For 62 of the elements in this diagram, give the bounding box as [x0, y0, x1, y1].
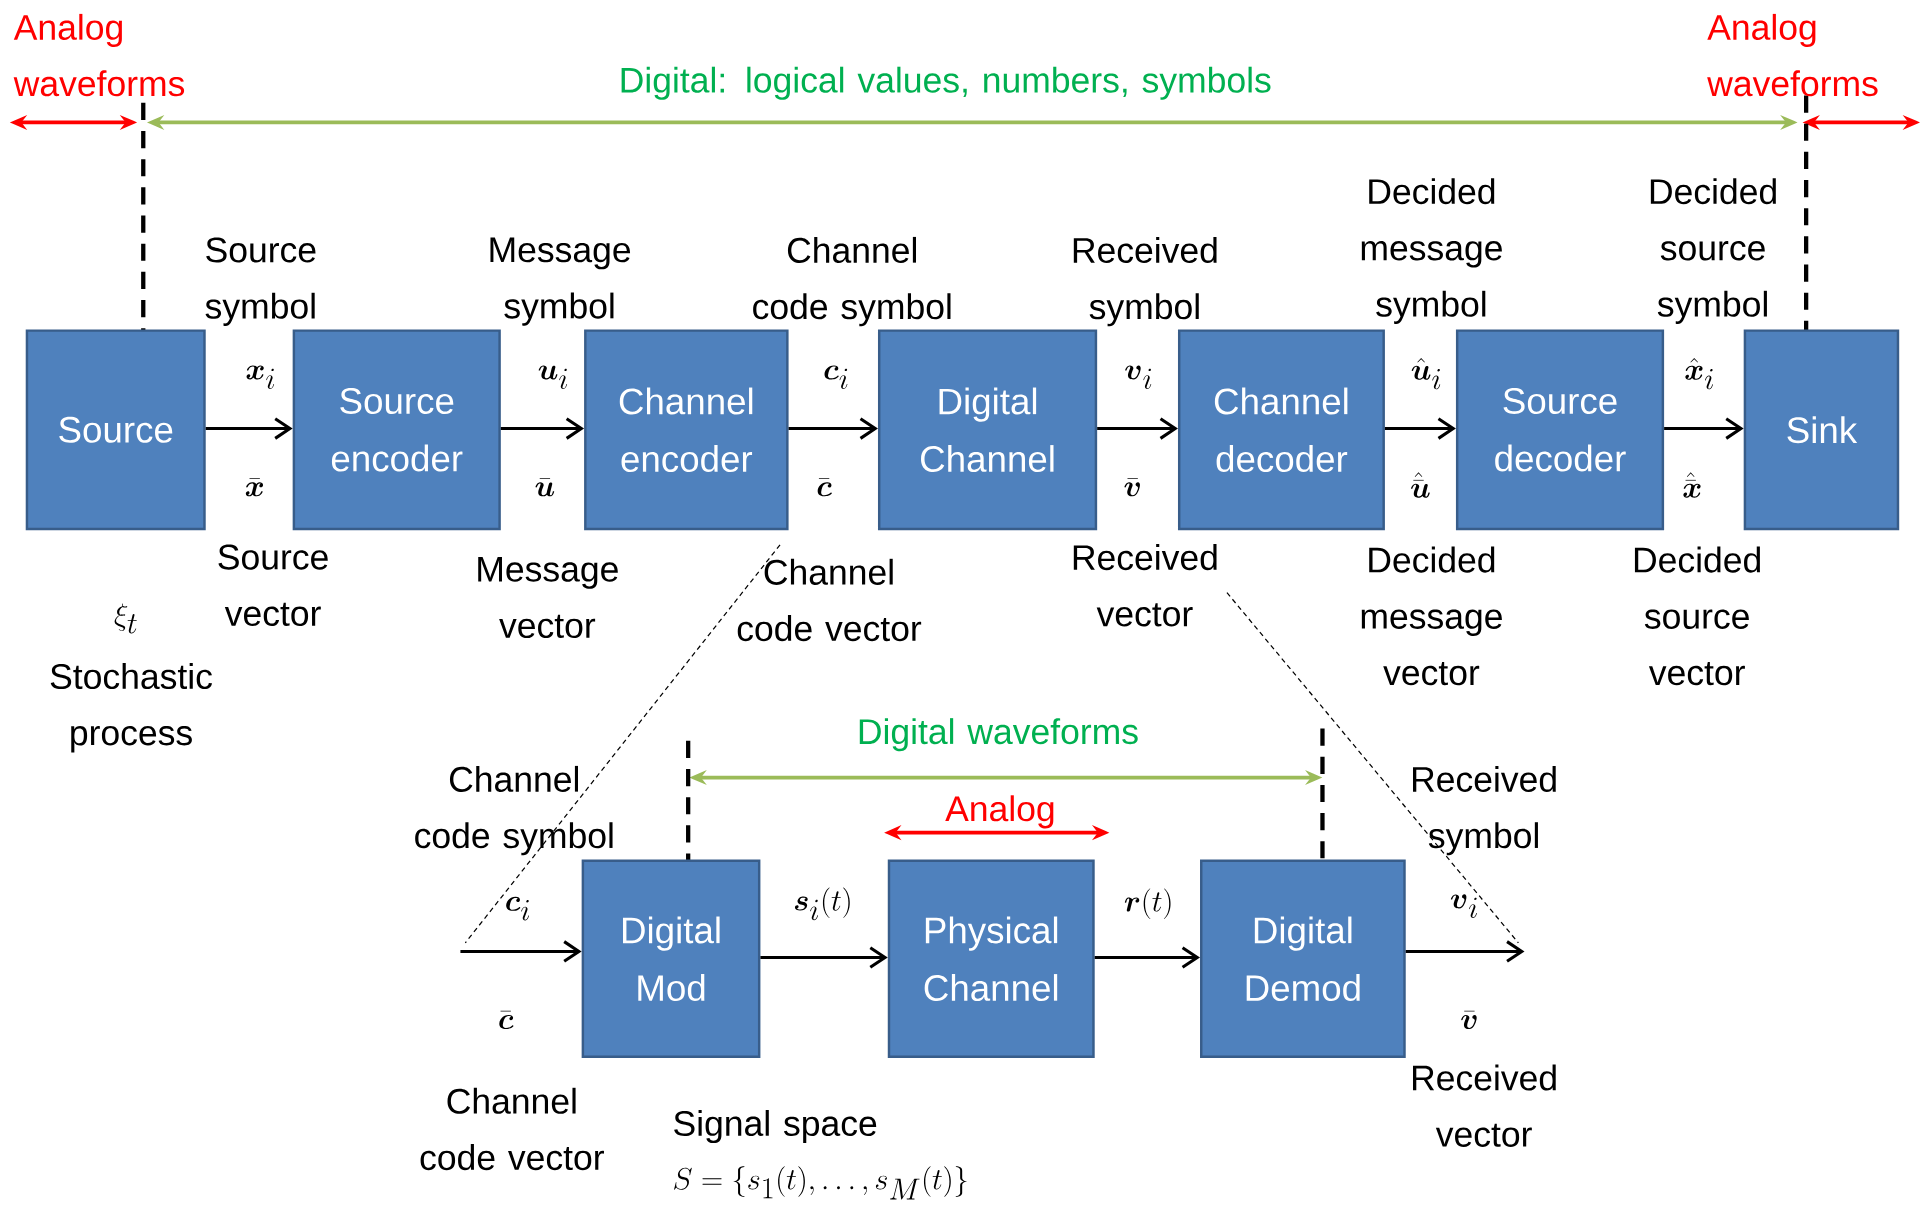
- math-symbol: $\boldsymbol{c}_i$: [506, 896, 529, 921]
- annotation-text: Source symbol: [205, 237, 316, 326]
- math-symbol: $S=\{s_1(t),\ldots,s_M(t)\}$: [674, 1166, 967, 1200]
- annotation-text: Channel code symbol: [415, 765, 613, 856]
- math-symbol: $\boldsymbol{x}_i$: [246, 365, 275, 389]
- math-symbol: $\bar{\boldsymbol{v}}$: [1461, 1010, 1477, 1029]
- math-symbol: $\boldsymbol{v}_i$: [1450, 894, 1477, 918]
- annotation-text: Channel code vector: [737, 558, 922, 642]
- annotation-text: Channel code vector: [420, 1087, 604, 1170]
- math-symbol: $\hat{\boldsymbol{x}}_i$: [1685, 357, 1713, 390]
- math-symbol: $\bar{\boldsymbol{c}}$: [817, 477, 832, 497]
- process-box: Physical Channel: [887, 859, 1095, 1058]
- annotation-text: Decided message vector: [1361, 546, 1502, 686]
- annotation-text: Channel code symbol: [753, 236, 951, 327]
- annotation-text: Received vector: [1413, 1064, 1556, 1147]
- process-box: Digital Demod: [1200, 859, 1406, 1058]
- arrow: [760, 946, 888, 969]
- math-symbol: $\boldsymbol{s}_i(t)$: [794, 887, 850, 920]
- math-symbol: $\bar{\boldsymbol{u}}$: [535, 477, 555, 497]
- annotation-text: Stochastic process: [50, 662, 212, 753]
- annotation-text: Message symbol: [490, 237, 631, 326]
- math-symbol: $\hat{\bar{\boldsymbol{u}}}$: [1411, 472, 1430, 498]
- arrow: [500, 417, 585, 440]
- process-box: Channel encoder: [584, 329, 789, 531]
- math-symbol: $\boldsymbol{u}_i$: [538, 365, 568, 389]
- annotation-text: Received symbol: [1073, 236, 1217, 327]
- range-label: Digital: logical values, numbers, symbols: [621, 66, 1271, 100]
- arrow: [1405, 940, 1525, 963]
- arrow: [1097, 417, 1178, 440]
- annotation-text: Source vector: [218, 544, 328, 626]
- math-symbol: $\bar{\boldsymbol{c}}$: [499, 1010, 514, 1029]
- math-symbol: $\boldsymbol{r}(t)$: [1124, 888, 1171, 919]
- math-symbol: $\bar{\boldsymbol{x}}$: [245, 477, 264, 497]
- range-label: Analog waveforms: [13, 13, 185, 97]
- process-box: Source encoder: [292, 329, 501, 531]
- arrow: [788, 417, 878, 440]
- annotation-text: Received symbol: [1413, 765, 1556, 856]
- math-symbol: $\boldsymbol{c}_i$: [824, 365, 848, 389]
- annotation-text: Decided source symbol: [1650, 177, 1776, 324]
- arrow: [460, 940, 582, 963]
- process-box: Digital Channel: [877, 329, 1098, 531]
- annotation-text: Signal space: [674, 1109, 877, 1143]
- arrow: [1094, 946, 1200, 969]
- math-symbol: $\hat{\boldsymbol{u}}_i$: [1411, 357, 1441, 390]
- math-symbol: $\boldsymbol{v}_i$: [1125, 365, 1152, 389]
- process-box: Channel decoder: [1177, 329, 1385, 531]
- annotation-text: Message vector: [478, 556, 618, 638]
- arrow: [205, 417, 293, 440]
- process-box: Sink: [1743, 329, 1900, 531]
- process-box: Source decoder: [1455, 329, 1665, 531]
- math-symbol: $\xi_t$: [114, 603, 137, 634]
- range-label: Analog waveforms: [1707, 13, 1878, 97]
- arrow: [1664, 417, 1744, 440]
- process-box: Source: [25, 329, 206, 531]
- process-box: Digital Mod: [581, 859, 761, 1058]
- annotation-text: Decided message symbol: [1361, 177, 1502, 324]
- math-symbol: $\bar{\boldsymbol{v}}$: [1124, 477, 1140, 497]
- range-label: Digital waveforms: [859, 717, 1138, 752]
- math-symbol: $\hat{\bar{\boldsymbol{x}}}$: [1683, 472, 1701, 498]
- arrow: [1384, 417, 1456, 440]
- annotation-text: Received vector: [1073, 543, 1217, 627]
- annotation-text: Decided source vector: [1634, 546, 1760, 686]
